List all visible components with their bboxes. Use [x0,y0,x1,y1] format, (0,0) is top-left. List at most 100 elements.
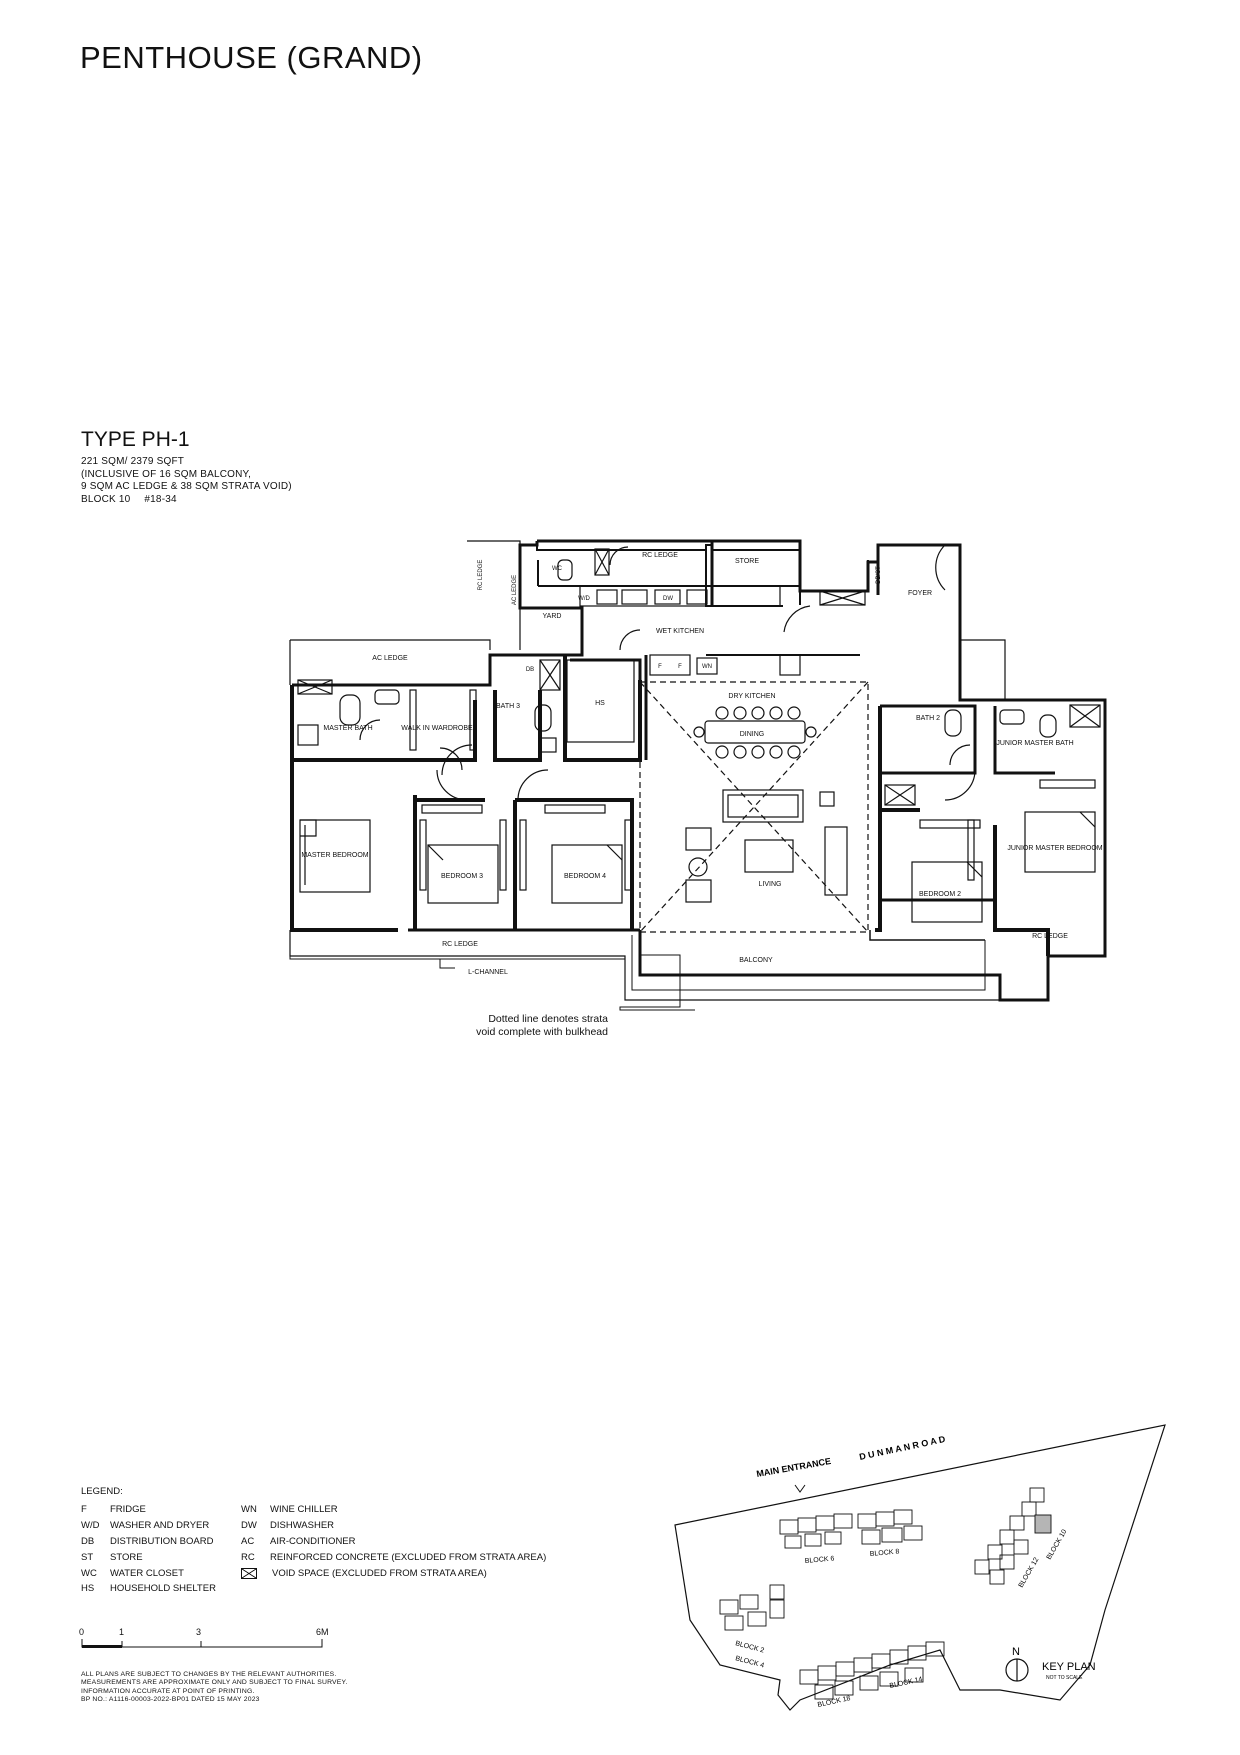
label-master-bedroom: MASTER BEDROOM [301,852,368,859]
legend-text: REINFORCED CONCRETE (EXCLUDED FROM STRAT… [270,1551,547,1563]
scale-bar: 0 1 3 6M [79,1627,331,1657]
legend-text: WINE CHILLER [270,1504,338,1516]
key-plan-main-entrance: MAIN ENTRANCE [756,1456,832,1479]
disclaimer-line-3: INFORMATION ACCURATE AT POINT OF PRINTIN… [81,1687,255,1695]
legend-item: W/D WASHER AND DRYER [81,1518,241,1534]
legend-item: WN WINE CHILLER [241,1502,581,1518]
label-hs: HS [595,700,605,707]
legend-abbr: RC [241,1551,255,1563]
legend-text: DISTRIBUTION BOARD [110,1535,214,1547]
legend-item: DW DISHWASHER [241,1518,581,1534]
legend-abbr: DW [241,1520,257,1532]
legend-text: WATER CLOSET [110,1567,184,1579]
legend-item: DB DISTRIBUTION BOARD [81,1534,241,1550]
label-fridge-1: F [658,664,662,670]
label-db: DB/ST [876,566,882,584]
label-dw: DW [663,596,673,602]
unit-type-title: TYPE PH-1 [81,428,190,451]
legend-item: VOID SPACE (EXCLUDED FROM STRATA AREA) [241,1565,581,1581]
legend: LEGEND: F FRIDGE W/D WASHER AND DRYER DB DI… [81,1486,581,1597]
label-bedroom-4: BEDROOM 4 [564,873,606,880]
legend-text: FRIDGE [110,1504,146,1516]
unit-area: 221 SQM/ 2379 SQFT [81,456,185,467]
label-junior-master-bedroom: JUNIOR MASTER BEDROOM [1007,845,1102,852]
key-plan-block-2: BLOCK 2 [734,1640,764,1654]
legend-item: HS HOUSEHOLD SHELTER [81,1581,241,1597]
unit-info: TYPE PH-1 221 SQM/ 2379 SQFT (INCLUSIVE … [81,428,292,506]
void-space-icon [241,1567,257,1579]
label-junior-master-bath: JUNIOR MASTER BATH [996,740,1073,747]
label-wd: W/D [578,596,590,602]
key-plan-block-6: BLOCK 6 [805,1555,835,1565]
scale-tick-1: 1 [119,1627,125,1637]
key-plan-road: D U N M A N R O A D [858,1434,946,1462]
unit-inclusive-1: (INCLUSIVE OF 16 SQM BALCONY, [81,468,252,480]
label-bedroom-3: BEDROOM 3 [441,873,483,880]
label-bath-2: BATH 2 [916,715,940,722]
label-bedroom-2: BEDROOM 2 [919,891,961,898]
scale-bar-graphic [81,1639,323,1648]
legend-item: ST STORE [81,1549,241,1565]
key-plan-block-14: BLOCK 14 [889,1676,923,1690]
label-master-bath: MASTER BATH [323,725,372,732]
label-dry-kitchen: DRY KITCHEN [728,693,775,700]
legend-text: HOUSEHOLD SHELTER [110,1583,216,1595]
main-entrance-arrow-icon [794,1484,806,1493]
label-rc-ledge-top: RC LEDGE [642,552,678,559]
page-title: PENTHOUSE (GRAND) [80,40,423,75]
legend-title: LEGEND: [81,1486,123,1497]
north-label: N [1012,1646,1020,1658]
label-hs-db: DB [526,667,534,673]
label-rc-ledge-vert: RC LEDGE [478,560,484,591]
label-fridge-2: F [678,664,682,670]
legend-abbr: WC [81,1567,97,1579]
legend-abbr: W/D [81,1520,100,1532]
unit-number: #18-34 [144,493,177,505]
label-wine-chiller: WN [702,664,712,670]
label-wet-kitchen: WET KITCHEN [656,628,704,635]
legend-text: WASHER AND DRYER [110,1520,210,1532]
label-rc-ledge-right: RC LEDGE [1032,933,1068,940]
legend-text: DISHWASHER [270,1520,335,1532]
strata-note-line-2: void complete with bulkhead [476,1026,608,1038]
strata-note-line-1: Dotted line denotes strata [488,1013,608,1025]
label-l-channel: L-CHANNEL [468,969,508,976]
label-balcony: BALCONY [739,957,773,964]
label-wc: WC [552,566,563,572]
key-plan: BLOCK 6 BLOCK 8 BLOCK 2 BLOCK 4 BLOCK 10… [674,1424,1166,1711]
key-plan-block-8: BLOCK 8 [870,1548,900,1558]
legend-abbr: DB [81,1535,95,1547]
disclaimer-line-1: ALL PLANS ARE SUBJECT TO CHANGES BY THE … [81,1671,337,1678]
label-foyer: FOYER [908,590,932,597]
legend-text: STORE [110,1551,143,1563]
disclaimer-line-2: MEASUREMENTS ARE APPROXIMATE ONLY AND SU… [81,1679,348,1687]
key-plan-subtitle: NOT TO SCALE [1046,1675,1083,1681]
unit-inclusive-2: 9 SQM AC LEDGE & 38 SQM STRATA VOID) [81,481,292,492]
label-ac-ledge: AC LEDGE [372,655,408,662]
label-bath-3: BATH 3 [496,703,520,710]
key-plan-block-4: BLOCK 4 [734,1655,764,1669]
label-store: STORE [735,558,759,565]
legend-text: VOID SPACE (EXCLUDED FROM STRATA AREA) [272,1567,487,1579]
label-rc-ledge-bottom: RC LEDGE [442,941,478,948]
legend-item: WC WATER CLOSET [81,1565,241,1581]
key-plan-block-12: BLOCK 12 [1018,1556,1041,1589]
legend-item: RC REINFORCED CONCRETE (EXCLUDED FROM STR… [241,1549,581,1565]
key-plan-block-18: BLOCK 18 [817,1695,851,1709]
key-plan-title: KEY PLAN [1042,1661,1096,1673]
unit-block-line: BLOCK 10#18-34 [81,494,292,507]
disclaimer: ALL PLANS ARE SUBJECT TO CHANGES BY THE … [81,1671,347,1704]
legend-abbr: HS [81,1583,95,1595]
label-dining: DINING [740,731,765,738]
scale-tick-6: 6M [316,1627,329,1637]
label-ac-ledge-vert: AC LEDGE [512,575,518,605]
legend-abbr: AC [241,1535,255,1547]
legend-abbr: WN [241,1504,257,1516]
legend-abbr: F [81,1504,87,1516]
legend-abbr: ST [81,1551,94,1563]
label-walk-in-wardrobe: WALK IN WARDROBE [401,725,473,732]
scale-tick-0: 0 [79,1627,85,1637]
